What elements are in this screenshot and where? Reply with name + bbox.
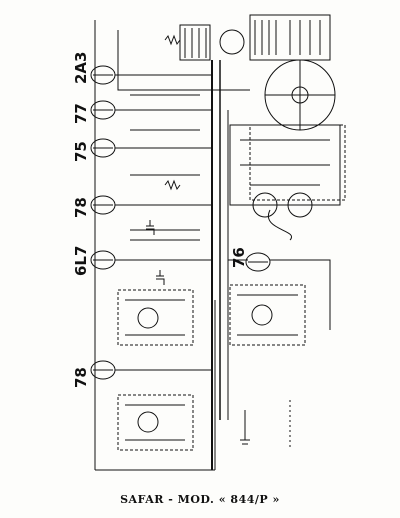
rf-coil-block [117, 394, 194, 451]
tube-label-6l7: 6L7 [72, 245, 90, 276]
ground-symbol [240, 410, 250, 445]
tube-2a3-envelope [90, 65, 116, 85]
tube-label-77a: 77 [72, 103, 90, 124]
socket-a [252, 192, 278, 218]
tube-78b-envelope [90, 360, 116, 380]
power-transformer [249, 14, 331, 61]
tube-76-envelope [245, 252, 271, 272]
tube-77a-envelope [90, 100, 116, 120]
tone-control-box [229, 124, 341, 206]
tube-label-75: 75 [72, 141, 90, 162]
tube-label-78a: 78 [72, 197, 90, 218]
capacitor-c2 [156, 270, 165, 285]
capacitor-c1 [146, 220, 155, 235]
tube-78a-envelope [90, 195, 116, 215]
schematic-caption: SAFAR - MOD. « 844/P » [120, 493, 280, 506]
resistor-r1 [164, 34, 181, 46]
speaker-plug-box [249, 124, 346, 201]
resistor-r2 [164, 179, 181, 191]
tube-6l7-envelope [90, 250, 116, 270]
socket-b [287, 192, 313, 218]
tube-label-2a3: 2A3 [72, 51, 90, 84]
tube-label-78b: 78 [72, 367, 90, 388]
power-feed-wire [117, 30, 250, 91]
tube-75-envelope [90, 138, 116, 158]
filter-choke [179, 24, 211, 61]
tube-label-76: 76 [230, 247, 248, 268]
left-bus-wire [94, 20, 216, 471]
if-transformer-2 [229, 284, 306, 346]
phono-lead [267, 209, 293, 241]
rectifier-tube [219, 29, 245, 55]
if-transformer-1 [117, 289, 194, 346]
